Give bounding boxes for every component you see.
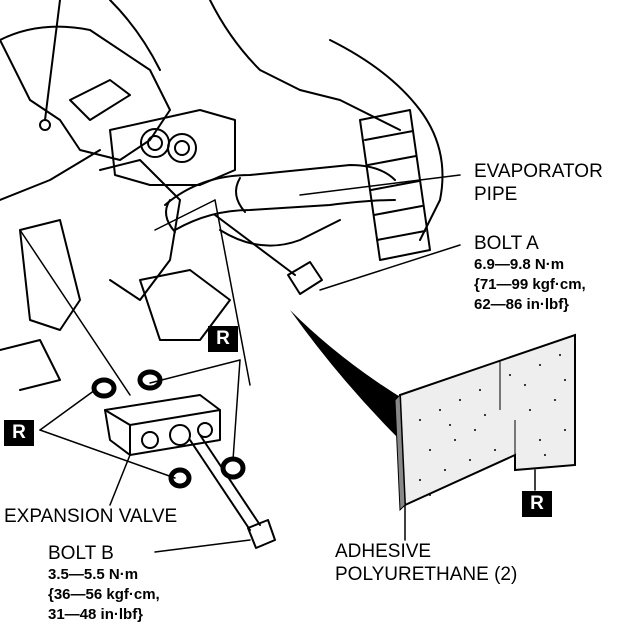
replace-badge-bottom-right: R bbox=[522, 491, 552, 517]
bolt-b-torque-1: 3.5—5.5 N·m bbox=[48, 566, 139, 583]
bolt-a-torque-1: 6.9—9.8 N·m bbox=[474, 256, 565, 273]
adhesive-line-2: POLYURETHANE (2) bbox=[335, 564, 518, 585]
pipe-connector-block bbox=[109, 109, 236, 186]
bolt-a-torque-2: {71—99 kgf·cm, bbox=[474, 276, 586, 293]
bolt-b-title: BOLT B bbox=[48, 543, 114, 564]
evaporator-pipe-illustration bbox=[164, 164, 396, 247]
leader-lines bbox=[39, 174, 536, 553]
expansion-valve-illustration bbox=[104, 394, 221, 456]
adhesive-stipple bbox=[419, 354, 566, 496]
evaporator-fins bbox=[359, 109, 431, 261]
adhesive-label: ADHESIVE POLYURETHANE (2) bbox=[335, 540, 517, 586]
bolt-b-illustration bbox=[189, 434, 276, 549]
expansion-valve-label: EXPANSION VALVE bbox=[4, 506, 178, 527]
bolt-a-label: BOLT A 6.9—9.8 N·m {71—99 kgf·cm, 62—86 … bbox=[474, 232, 586, 315]
bolt-b-label: BOLT B 3.5—5.5 N·m {36—56 kgf·cm, 31—48 … bbox=[48, 542, 160, 625]
tool-handle bbox=[39, 0, 131, 131]
bolt-a-torque-3: 62—86 in·lbf} bbox=[474, 296, 570, 313]
adhesive-line-1: ADHESIVE bbox=[335, 541, 432, 562]
bolt-a-title: BOLT A bbox=[474, 233, 539, 254]
bolt-b-torque-3: 31—48 in·lbf} bbox=[48, 606, 144, 623]
replace-badge-top: R bbox=[208, 326, 238, 352]
evaporator-pipe-line-2: PIPE bbox=[474, 184, 518, 205]
bolt-b-torque-2: {36—56 kgf·cm, bbox=[48, 586, 160, 603]
replace-badge-left: R bbox=[4, 420, 34, 446]
adhesive-pad-illustration bbox=[290, 310, 576, 512]
bolt-a-illustration bbox=[214, 214, 323, 295]
evaporator-pipe-label: EVAPORATOR PIPE bbox=[474, 160, 603, 206]
evaporator-pipe-line-1: EVAPORATOR bbox=[474, 161, 603, 182]
detail-callout-lines bbox=[19, 199, 251, 396]
